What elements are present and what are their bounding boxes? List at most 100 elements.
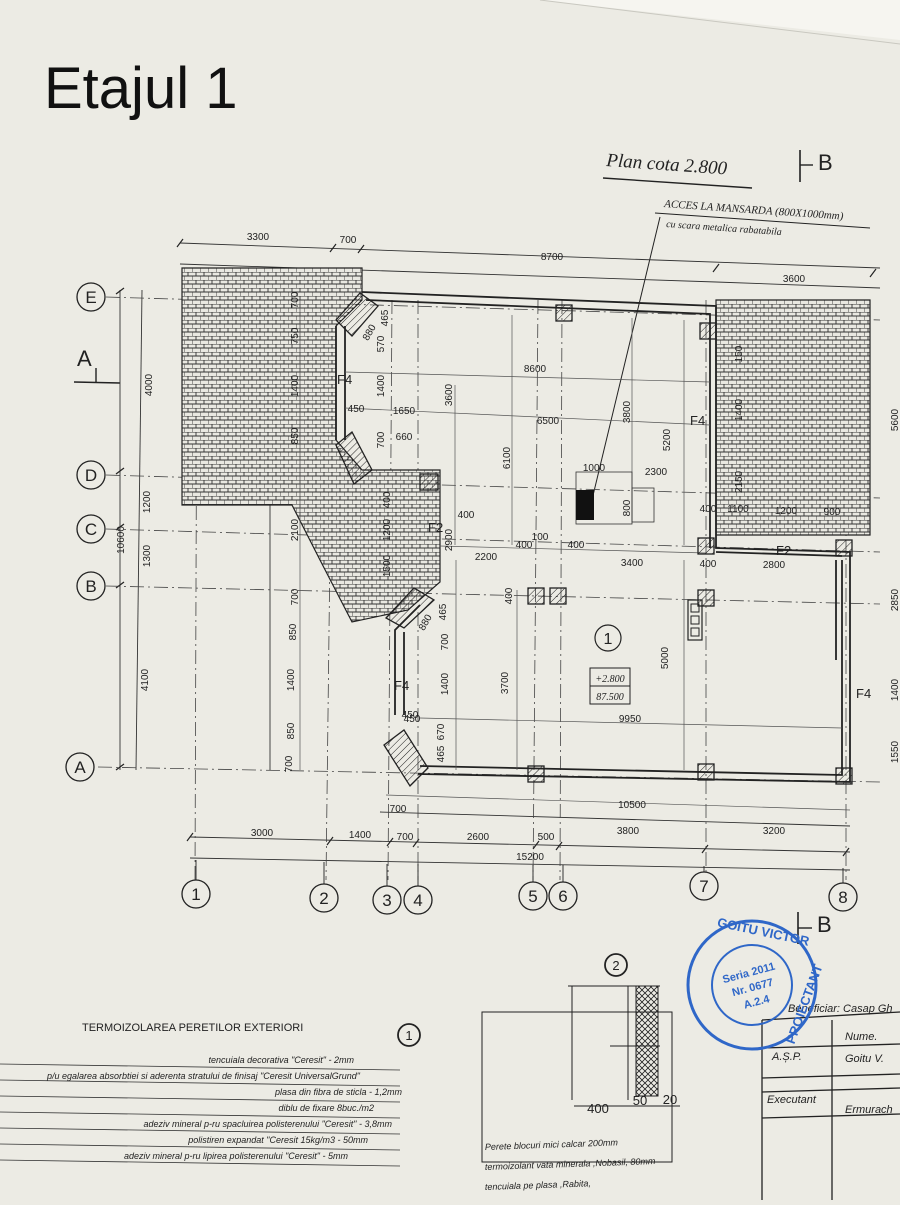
dim-label: 1000 bbox=[583, 463, 606, 474]
grid-label-5: 5 bbox=[528, 887, 537, 906]
dim-label: 1100 bbox=[727, 504, 749, 515]
insulation-layer: tencuiala decorativa "Ceresit" - 2mm bbox=[209, 1055, 355, 1065]
window-label: F2 bbox=[776, 543, 791, 558]
dim-label: 850 bbox=[290, 427, 301, 444]
dim-label: 10600 bbox=[116, 526, 127, 554]
dim-label: 1400 bbox=[349, 830, 372, 841]
grid-label-1: 1 bbox=[191, 885, 200, 904]
dim-label: 2300 bbox=[645, 467, 668, 478]
section-marker-b-bottom: B bbox=[817, 912, 832, 937]
dim-label: 1650 bbox=[393, 406, 416, 417]
grid-label-2: 2 bbox=[319, 889, 328, 908]
dim-label: 400 bbox=[504, 587, 515, 604]
insulation-marker: 1 bbox=[405, 1028, 412, 1043]
dim-label: 700 bbox=[390, 804, 407, 815]
dim-label: 850 bbox=[286, 722, 297, 739]
dim-label: 500 bbox=[538, 832, 555, 843]
dim-label: 10500 bbox=[618, 800, 646, 811]
dim-label: 700 bbox=[290, 588, 301, 605]
detail-note: tencuiala pe plasa ,Rabita, bbox=[485, 1178, 591, 1192]
dim-label: 6100 bbox=[502, 446, 513, 469]
detail-dim: 50 bbox=[633, 1093, 647, 1108]
dim-label: 3600 bbox=[783, 274, 806, 285]
dim-label: 1400 bbox=[290, 374, 301, 397]
dim-label: 1400 bbox=[286, 668, 297, 691]
dim-label: 3800 bbox=[617, 826, 640, 837]
section-marker-b-top: B bbox=[818, 150, 833, 175]
dim-label: 100 bbox=[532, 532, 549, 543]
dim-label: 700 bbox=[376, 431, 387, 448]
grid-label-7: 7 bbox=[699, 877, 708, 896]
section-marker-a: A bbox=[77, 346, 92, 371]
grid-label-3: 3 bbox=[382, 891, 391, 910]
grid-label-8: 8 bbox=[838, 888, 847, 907]
dim-label: 700 bbox=[397, 832, 414, 843]
window-label: F2 bbox=[428, 520, 443, 535]
dim-label: 5200 bbox=[662, 428, 673, 451]
dim-label: 660 bbox=[396, 432, 413, 443]
room-number: 1 bbox=[604, 631, 613, 648]
dim-label: 900 bbox=[824, 507, 841, 518]
dim-label: 3200 bbox=[763, 826, 786, 837]
window-label: F4 bbox=[337, 372, 352, 387]
dim-label: 800 bbox=[622, 499, 633, 516]
dim-label: 6500 bbox=[537, 416, 560, 427]
dim-label: 465 bbox=[380, 309, 391, 326]
dim-label: 3000 bbox=[251, 828, 274, 839]
dim-label: 400 bbox=[700, 559, 717, 570]
dim-label: 450 bbox=[404, 714, 421, 725]
insulation-layer: p/u egalarea absorbtiei si aderenta stra… bbox=[46, 1071, 361, 1081]
window-label: F4 bbox=[856, 686, 871, 701]
room-level-1: +2.800 bbox=[595, 674, 624, 685]
dim-label: 150 bbox=[734, 345, 745, 362]
dim-label: 570 bbox=[376, 335, 387, 352]
dim-label: 2200 bbox=[475, 552, 498, 563]
detail-marker: 2 bbox=[612, 958, 619, 973]
dim-label: 3400 bbox=[621, 558, 644, 569]
grid-label-a: A bbox=[74, 758, 86, 777]
nume-label: Nume. bbox=[845, 1031, 877, 1043]
dim-label: 1400 bbox=[440, 672, 451, 695]
window-label: F4 bbox=[690, 413, 705, 428]
dim-label: 400 bbox=[700, 504, 717, 515]
dim-label: 1550 bbox=[890, 740, 900, 763]
dim-label: 400 bbox=[458, 510, 475, 521]
executant-name: Ermurach bbox=[845, 1104, 893, 1116]
dim-label: 3300 bbox=[247, 232, 270, 243]
detail-dim: 400 bbox=[587, 1101, 609, 1116]
grid-label-b: B bbox=[85, 577, 96, 596]
dim-label: 1200 bbox=[382, 518, 393, 541]
insulation-layer: plasa din fibra de sticla - 1,2mm bbox=[274, 1087, 403, 1097]
dim-label: 2800 bbox=[763, 560, 786, 571]
dim-label: 450 bbox=[402, 710, 419, 721]
executant-label: Executant bbox=[767, 1094, 817, 1106]
grid-label-e: E bbox=[85, 288, 96, 307]
dim-label: 700 bbox=[284, 755, 295, 772]
dim-label: 400 bbox=[382, 491, 393, 508]
dim-label: 2100 bbox=[290, 518, 301, 541]
insulation-title: TERMOIZOLAREA PERETILOR EXTERIORI bbox=[82, 1022, 303, 1034]
dim-label: 2150 bbox=[734, 470, 745, 493]
dim-label: 1400 bbox=[376, 374, 387, 397]
dim-label: 1400 bbox=[734, 398, 745, 421]
room-level-2: 87.500 bbox=[596, 692, 624, 703]
dim-label: 5000 bbox=[660, 646, 671, 669]
grid-label-d: D bbox=[85, 466, 97, 485]
dim-label: 15200 bbox=[516, 852, 544, 863]
window-label: F4 bbox=[394, 678, 409, 693]
insulation-layer: polistiren expandat "Ceresit 15kg/m3 - 5… bbox=[187, 1135, 368, 1145]
beneficiar: Beneficiar: Casap Gh bbox=[788, 1003, 893, 1015]
dim-label: 9950 bbox=[619, 714, 642, 725]
dim-label: 4000 bbox=[144, 373, 155, 396]
dim-label: 2600 bbox=[467, 832, 490, 843]
dim-label: 8600 bbox=[524, 364, 547, 375]
dim-label: 3600 bbox=[444, 383, 455, 406]
page-title: Etajul 1 bbox=[44, 56, 237, 121]
dim-label: 670 bbox=[436, 723, 447, 740]
dim-label: 1300 bbox=[142, 544, 153, 567]
insulation-layer: adeziv mineral p-ru spacluirea polistere… bbox=[144, 1119, 393, 1129]
dim-label: 5600 bbox=[890, 408, 900, 431]
dim-label: 8700 bbox=[541, 252, 564, 263]
